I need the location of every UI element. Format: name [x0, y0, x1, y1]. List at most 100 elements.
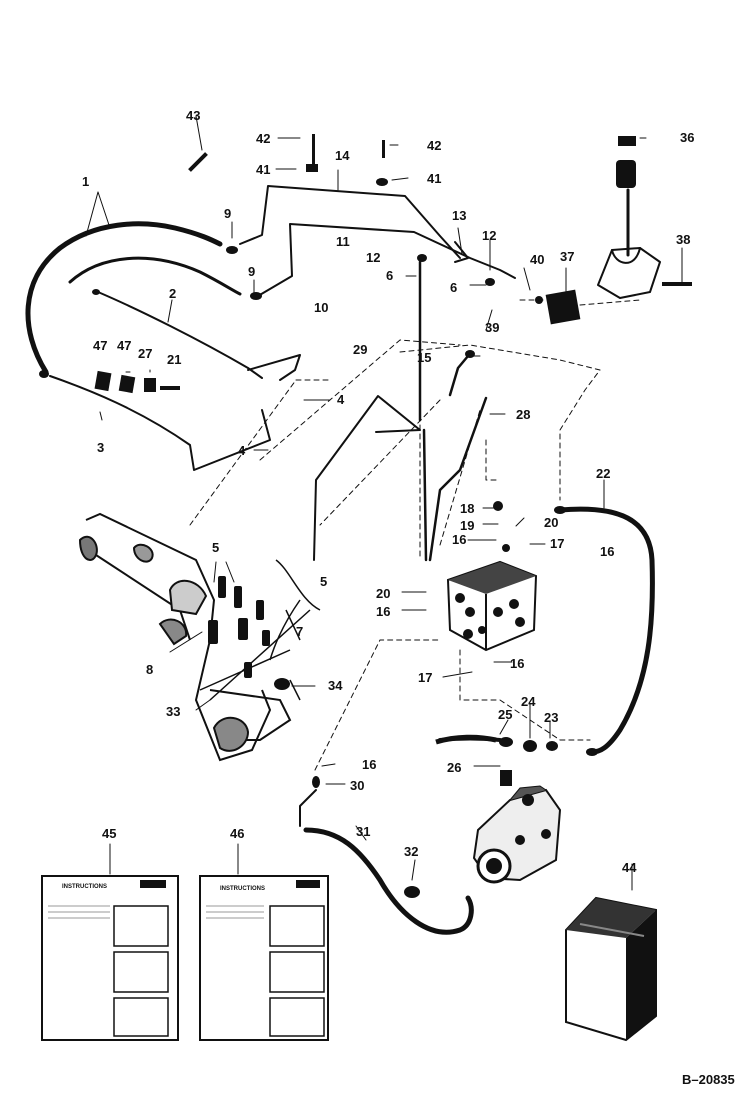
callout-33: 33: [166, 704, 180, 719]
callout-40: 40: [530, 252, 544, 267]
dash-box-29: [189, 339, 461, 526]
callout-41a: 41: [256, 162, 270, 177]
callout-37: 37: [560, 249, 574, 264]
bolt-42b: [382, 140, 385, 158]
fitting-22: [554, 506, 566, 514]
part-21: [160, 386, 180, 390]
callout-9b: 9: [248, 264, 255, 279]
callout-15: 15: [417, 350, 431, 365]
callout-32: 32: [404, 844, 418, 859]
tube-30: [299, 789, 317, 827]
loader-arm: [78, 512, 311, 762]
callout-22: 22: [596, 466, 610, 481]
fitting-20: [502, 544, 510, 552]
sheet-46: [199, 875, 329, 1041]
fitting-30: [312, 776, 320, 788]
hose-1: [25, 221, 223, 375]
fitting-15: [465, 350, 475, 358]
figure-reference: B–20835: [682, 1072, 735, 1087]
bolt-42a: [312, 134, 315, 164]
part-47a: [94, 370, 112, 392]
callout-6b: 6: [450, 280, 457, 295]
callout-5b: 5: [320, 574, 327, 589]
callout-38: 38: [676, 232, 690, 247]
callout-26: 26: [447, 760, 461, 775]
fitting-24: [523, 740, 537, 752]
callout-12b: 12: [482, 228, 496, 243]
tube-14-b: [257, 223, 516, 297]
hose-1-inner: [68, 256, 242, 296]
control-valve: [446, 560, 538, 652]
callout-10: 10: [314, 300, 328, 315]
fitting-12b: [485, 278, 495, 286]
bolt-38: [662, 282, 692, 286]
callout-14: 14: [335, 148, 350, 163]
callout-1: 1: [82, 174, 89, 189]
callout-16d: 16: [510, 656, 524, 671]
dash-box-15: [399, 344, 601, 501]
callout-34: 34: [328, 678, 343, 693]
callout-23: 23: [544, 710, 558, 725]
callout-21: 21: [167, 352, 181, 367]
dash-to-motor: [314, 639, 591, 771]
callout-18: 18: [460, 501, 474, 516]
cap-36: [618, 136, 636, 146]
fitting-32: [404, 886, 420, 898]
callout-44: 44: [622, 860, 637, 875]
callout-43: 43: [186, 108, 200, 123]
callout-25: 25: [498, 707, 512, 722]
callout-27: 27: [138, 346, 152, 361]
callout-24: 24: [521, 694, 536, 709]
callout-47b: 47: [117, 338, 131, 353]
part-27: [144, 378, 156, 392]
tube-3-b: [247, 354, 301, 381]
callout-29: 29: [353, 342, 367, 357]
part-47b: [118, 374, 136, 394]
callout-4b: 4: [238, 443, 246, 458]
callout-42a: 42: [256, 131, 270, 146]
tube-vertical: [418, 260, 428, 562]
fitting-23: [546, 741, 558, 751]
callout-4a: 4: [337, 392, 345, 407]
tube-2: [97, 291, 263, 379]
tube-15: [448, 354, 470, 397]
callout-19: 19: [460, 518, 474, 533]
fitting-40: [535, 296, 543, 304]
callout-30: 30: [350, 778, 364, 793]
leader-lines: [85, 115, 683, 891]
sheet-46-title: INSTRUCTIONS: [220, 886, 265, 892]
sheet-45-title: INSTRUCTIONS: [62, 884, 107, 890]
sheet-45: [41, 875, 179, 1041]
callout-36: 36: [680, 130, 694, 145]
line-art: [25, 115, 683, 935]
couplers: [208, 576, 270, 678]
tube-13: [454, 241, 469, 263]
callout-5a: 5: [212, 540, 219, 555]
callout-8: 8: [146, 662, 153, 677]
hydraulic-motor: [472, 770, 562, 884]
callout-6a: 6: [386, 268, 393, 283]
fitting-hose-end: [39, 370, 49, 378]
callout-28: 28: [516, 407, 530, 422]
box-44: [565, 896, 657, 1042]
fitting-22b: [586, 748, 598, 756]
callout-17a: 17: [550, 536, 564, 551]
lever-base-top: [611, 247, 641, 264]
switch-37: [545, 289, 581, 325]
callouts: 1 2 3 4 4 5 5 6 6 7 8 9 9 10 11 12 12 13…: [82, 108, 694, 875]
callout-47a: 47: [93, 338, 107, 353]
knob-36: [616, 160, 636, 188]
callout-16e: 16: [362, 757, 376, 772]
fitting-34: [274, 678, 290, 690]
callout-2: 2: [169, 286, 176, 301]
callout-3: 3: [97, 440, 104, 455]
fitting-25: [499, 737, 513, 747]
pipe-25-hose: [435, 734, 497, 745]
callout-16b: 16: [600, 544, 614, 559]
callout-42b: 42: [427, 138, 441, 153]
hose-22: [557, 506, 655, 755]
fitting-41: [376, 178, 388, 186]
callout-46: 46: [230, 826, 244, 841]
callout-45: 45: [102, 826, 116, 841]
